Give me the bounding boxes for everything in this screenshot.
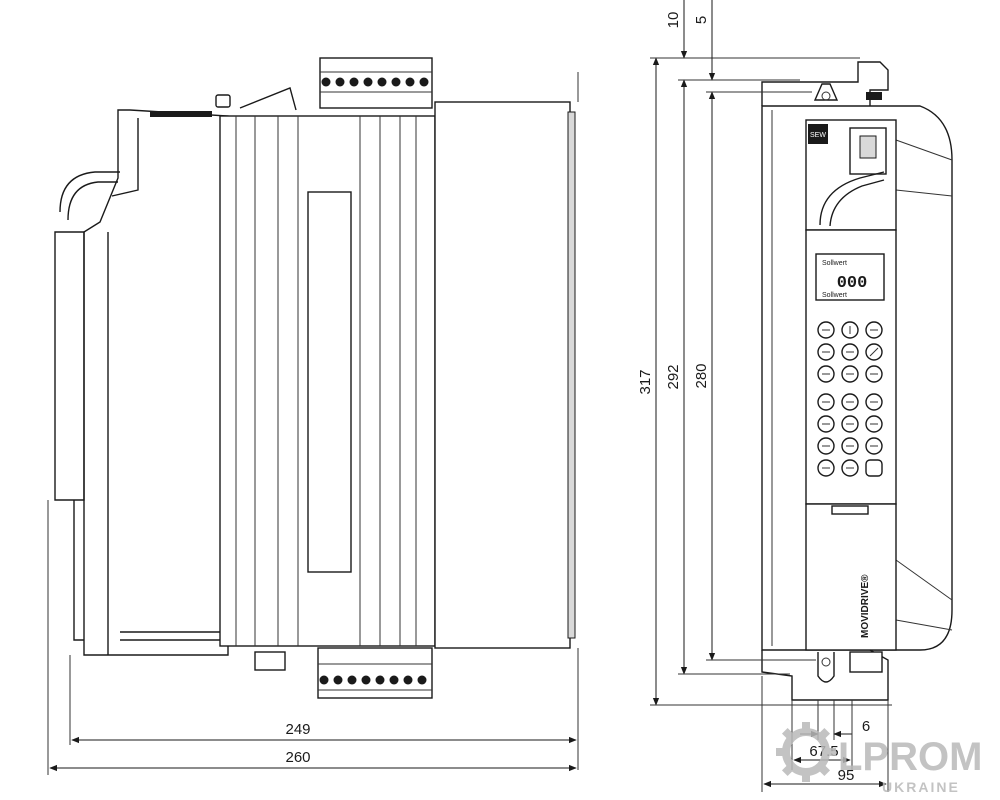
dimension-292: 292 xyxy=(665,79,800,675)
dimension-10-label: 10 xyxy=(665,12,682,29)
dimension-249: 249 xyxy=(71,721,577,744)
side-center-window xyxy=(307,191,352,573)
dimension-260: 260 xyxy=(49,749,577,772)
dimension-6-label: 6 xyxy=(862,718,870,735)
svg-text:SEW: SEW xyxy=(810,132,826,139)
front-sew-label xyxy=(808,124,828,144)
front-housing xyxy=(761,105,953,651)
svg-text:Sollwert: Sollwert xyxy=(822,292,847,299)
watermark: LPROM UKRAINE xyxy=(776,722,982,795)
watermark-sub: UKRAINE xyxy=(882,779,960,795)
side-top-terminals xyxy=(319,57,433,109)
side-rear-plate xyxy=(567,111,576,639)
dimension-10: 10 xyxy=(665,0,688,59)
front-top-bracket xyxy=(761,61,889,106)
front-keypad-buttons xyxy=(817,321,883,477)
side-view xyxy=(47,57,579,775)
watermark-main: LPROM xyxy=(838,735,982,779)
side-bottom-plug xyxy=(254,651,286,671)
dimension-280-label: 280 xyxy=(693,363,710,388)
side-front-cover xyxy=(54,231,85,501)
svg-text:Sollwert: Sollwert xyxy=(822,260,847,267)
side-rear-body xyxy=(434,101,571,649)
front-view: SEW Sollwert 000 Sollwert xyxy=(761,61,953,701)
gear-icon xyxy=(776,722,836,782)
dimension-5: 5 xyxy=(693,0,716,81)
side-top-screw xyxy=(215,94,231,108)
side-front-block xyxy=(83,109,229,656)
dimension-280: 280 xyxy=(693,91,816,661)
dimension-95-label: 95 xyxy=(838,767,855,784)
dimension-260-label: 260 xyxy=(285,749,310,766)
side-bottom-terminals xyxy=(317,647,433,699)
front-brand-label: MOVIDRIVE® xyxy=(860,574,871,638)
side-top-clip xyxy=(150,111,212,117)
front-lower-module xyxy=(805,503,897,651)
front-display xyxy=(815,253,885,301)
dimension-292-label: 292 xyxy=(665,364,682,389)
dimension-95: 95 xyxy=(761,676,889,792)
front-display-digits: 000 xyxy=(837,274,868,293)
dimension-317-label: 317 xyxy=(637,369,654,394)
dimension-5-label: 5 xyxy=(693,16,710,24)
dimension-249-label: 249 xyxy=(285,721,310,738)
